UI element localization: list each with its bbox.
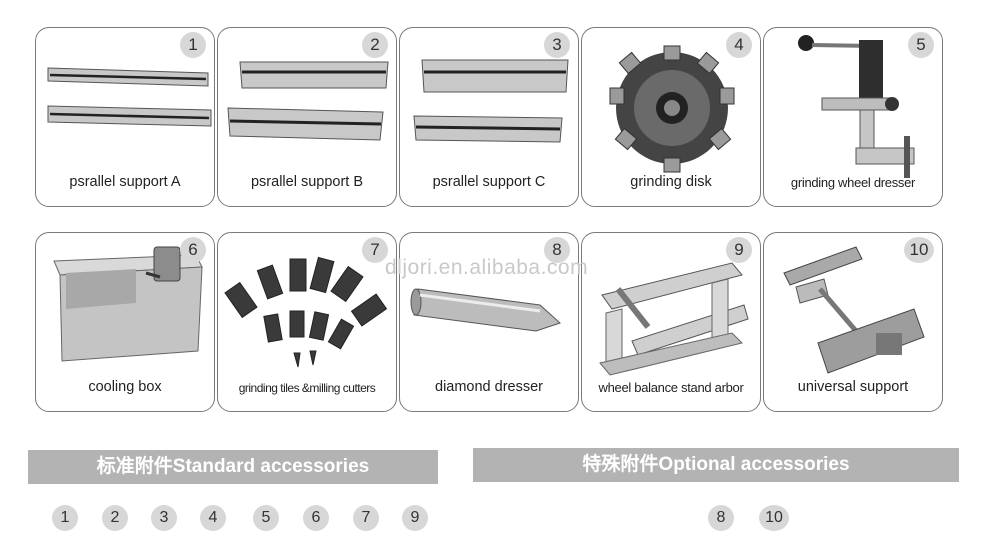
item-caption: psrallel support A [69, 174, 181, 190]
standard-number-badge: 5 [253, 505, 279, 531]
item-caption: cooling box [88, 379, 162, 395]
item-caption: grinding tiles &milling cutters [238, 381, 376, 395]
item-caption: grinding disk [630, 174, 712, 190]
item-caption: wheel balance stand arbor [598, 380, 744, 395]
standard-number-badge: 6 [303, 505, 329, 531]
parallel-support-c-image [413, 59, 569, 143]
item-caption: diamond dresser [435, 379, 543, 395]
item-number-badge: 5 [908, 32, 934, 58]
item-number-badge: 3 [544, 32, 570, 58]
accessory-card-5: 5 grinding wheel dresser [763, 27, 943, 207]
watermark: dljori.en.alibaba.com [385, 256, 589, 279]
standard-number-badge: 7 [353, 505, 379, 531]
standard-number-badge: 1 [52, 505, 78, 531]
item-number-badge: 6 [180, 237, 206, 263]
item-number-badge: 2 [362, 32, 388, 58]
wheel-balance-stand-image [599, 262, 749, 376]
item-number-badge: 9 [726, 237, 752, 263]
standard-number-badge: 4 [200, 505, 226, 531]
optional-accessories-banner: 特殊附件Optional accessories [473, 448, 959, 482]
grinding-tiles-image [224, 256, 388, 368]
item-number-badge: 4 [726, 32, 752, 58]
item-caption: universal support [797, 379, 909, 395]
grinding-disk-image [609, 45, 735, 173]
parallel-support-b-image [227, 61, 389, 141]
standard-number-badge: 2 [102, 505, 128, 531]
standard-number-badge: 3 [151, 505, 177, 531]
item-number-badge: 1 [180, 32, 206, 58]
accessory-card-10: 10 universal support [763, 232, 943, 412]
accessory-card-2: 2 psrallel support B [217, 27, 397, 207]
item-caption: psrallel support B [250, 174, 364, 190]
accessory-card-8: 8 diamond dresser [399, 232, 579, 412]
standard-accessories-banner: 标准附件Standard accessories [28, 450, 438, 484]
item-caption: psrallel support C [432, 174, 546, 190]
accessory-card-4: 4 grinding disk [581, 27, 761, 207]
cooling-box-image [53, 246, 203, 362]
accessory-card-1: 1 psrallel support A [35, 27, 215, 207]
item-number-badge: 7 [362, 237, 388, 263]
standard-number-badge: 9 [402, 505, 428, 531]
item-number-badge: 8 [544, 237, 570, 263]
grinding-wheel-dresser-image [798, 35, 915, 178]
accessory-card-3: 3 psrallel support C [399, 27, 579, 207]
item-caption: grinding wheel dresser [790, 175, 916, 190]
parallel-support-a-image [47, 67, 212, 127]
universal-support-image [783, 246, 925, 374]
diamond-dresser-image [410, 288, 561, 332]
accessory-card-6: 6 cooling box [35, 232, 215, 412]
item-number-badge: 10 [904, 237, 934, 263]
optional-number-badge: 10 [759, 505, 789, 531]
accessory-card-7: 7 grinding tiles &milling cutters [217, 232, 397, 412]
optional-number-badge: 8 [708, 505, 734, 531]
accessory-card-9: 9 wheel balance stand arbor [581, 232, 761, 412]
